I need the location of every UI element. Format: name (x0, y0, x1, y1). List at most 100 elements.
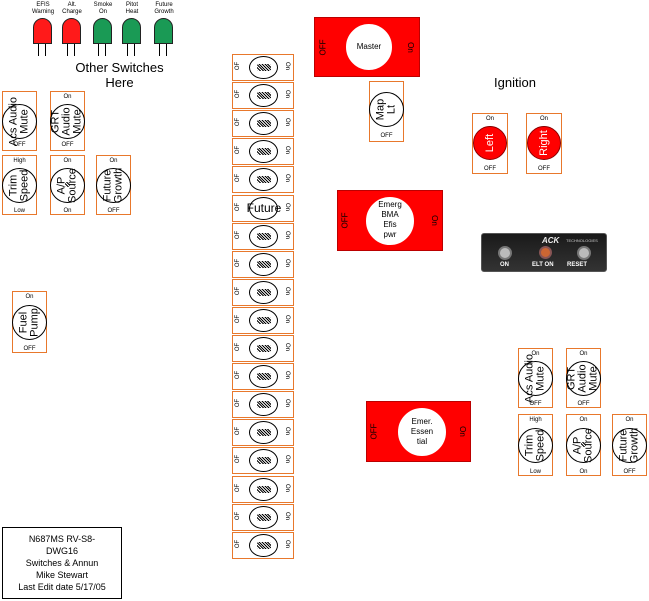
map-light-switch[interactable]: Map Lt OFF (369, 81, 404, 142)
elt-reset-button[interactable] (577, 246, 591, 260)
master-label: Master (356, 42, 382, 51)
acs-audio-mute-switch-left[interactable]: Acs Audio Mute OFF (2, 91, 37, 151)
toggle-knob (12, 305, 47, 340)
breaker-off-label: OF (235, 370, 242, 380)
breaker-off-label: OF (235, 399, 242, 408)
grt-audio-mute-switch-left[interactable]: On GRT Audio Mute OFF (50, 91, 85, 151)
fuel-pump-switch[interactable]: On Fuel Pump OFF (12, 291, 47, 353)
essential-knob (398, 408, 446, 456)
emergency-essential-switch[interactable]: Emer. Essen tial OFF On (366, 401, 471, 462)
ap-source-switch-left[interactable]: On A/P Source On (50, 155, 85, 215)
trim-speed-switch-right[interactable]: High Trim Speed Low (518, 414, 553, 476)
led-label: Smoke On (93, 2, 113, 15)
switch-on-label-bottom: On (579, 469, 588, 475)
breaker-button-icon (257, 345, 271, 352)
led-label: EFIS Warning (31, 2, 55, 15)
future-growth-switch-right[interactable]: On Future Growth OFF (612, 414, 647, 476)
switch-low-label: Low (13, 208, 25, 214)
breaker-knob (249, 196, 278, 220)
elt-remote-panel: ACK TECHNOLOGIES ON ELT ON RESET (481, 233, 607, 272)
elt-brand: ACK (542, 236, 560, 245)
circuit-breaker[interactable]: OF On (232, 419, 294, 447)
breaker-on-label: On (284, 202, 291, 211)
breaker-on-label: On (284, 230, 291, 239)
grt-audio-mute-switch-right[interactable]: On GRT Audio Mute OFF (566, 348, 601, 408)
ignition-label: Ignition (494, 75, 536, 90)
switch-high-label: High (13, 158, 26, 164)
switch-label: Acs Audio Mute (523, 354, 546, 403)
switch-on-label: On (625, 417, 634, 423)
breaker-button-icon (257, 260, 271, 268)
switch-off-label: OFF (623, 469, 636, 475)
breaker-on-label: On (284, 539, 291, 548)
acs-audio-mute-switch-right[interactable]: On Acs Audio Mute OFF (518, 348, 553, 408)
ignition-right-switch[interactable]: On Right OFF (526, 113, 562, 174)
toggle-knob (566, 428, 601, 463)
led-label: Future Growth (154, 2, 174, 15)
breaker-off-label: OF (235, 118, 242, 127)
led-lead (159, 44, 160, 56)
switch-off-label: OFF (577, 401, 590, 407)
led-lead (127, 44, 128, 56)
led-lead (105, 44, 106, 56)
trim-speed-switch-left[interactable]: High Trim Speed Low (2, 155, 37, 215)
breaker-off-label: OF (235, 61, 242, 71)
toggle-knob (2, 104, 37, 139)
switch-off-label: OFF (529, 401, 542, 407)
title-line: Last Edit date 5/17/05 (18, 582, 106, 592)
breaker-button-icon (257, 316, 271, 324)
ignition-left-switch[interactable]: On Left OFF (472, 113, 508, 174)
toggle-knob (566, 361, 601, 396)
breaker-label: Future (246, 200, 282, 215)
breaker-button-icon (257, 457, 271, 465)
circuit-breaker[interactable]: OF On (232, 54, 294, 81)
breaker-button-icon (257, 148, 271, 156)
toggle-knob (96, 168, 131, 203)
led-lead (45, 44, 46, 56)
master-on-label: On (405, 42, 415, 53)
switch-on-label: On (539, 116, 548, 122)
breaker-button-icon (257, 92, 271, 100)
switch-label: Trim Speed (523, 429, 546, 462)
ap-source-switch-right[interactable]: On A/P Source On (566, 414, 601, 476)
breaker-off-label: OF (235, 427, 242, 436)
switch-off-label: OFF (61, 142, 74, 148)
toggle-bat-icon (65, 182, 70, 187)
title-line: N687MS RV-S8- (28, 534, 96, 544)
switch-label: Fuel Pump (17, 308, 40, 337)
title-line: Mike Stewart (35, 570, 88, 580)
toggle-bat-icon (581, 442, 586, 447)
breaker-off-label: OF (235, 146, 242, 155)
breaker-on-label: On (284, 61, 291, 71)
master-knob (346, 24, 392, 70)
breaker-on-label: On (284, 427, 291, 436)
title-line: DWG16 (45, 546, 78, 556)
elt-on-button[interactable] (498, 246, 512, 260)
switch-off-label: OFF (13, 142, 26, 148)
breaker-button-icon (257, 373, 271, 381)
toggle-knob (50, 104, 85, 139)
elt-on-label: ON (500, 262, 509, 268)
led-lead (67, 44, 68, 56)
future-growth-switch-left[interactable]: On Future Growth OFF (96, 155, 131, 215)
emergency-bma-efis-switch[interactable]: Emerg BMA Efis pwr OFF On (337, 190, 443, 251)
breaker-on-label: On (284, 286, 291, 295)
elt-brand-sub: TECHNOLOGIES (566, 238, 598, 243)
master-switch[interactable]: Master OFF On (314, 17, 420, 77)
